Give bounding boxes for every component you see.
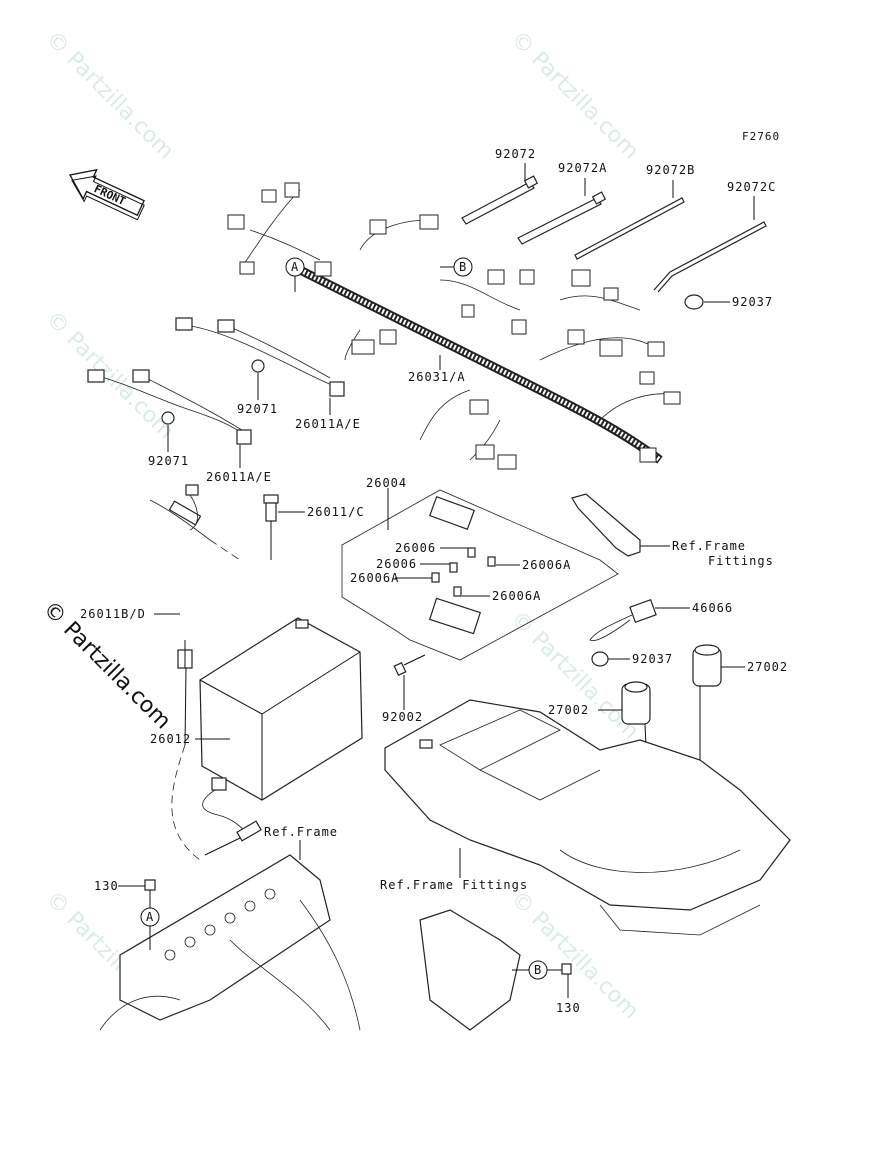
battery-cable-26011C: 26011/C xyxy=(263,494,365,560)
part-label-26004: 26004 xyxy=(366,476,407,490)
part-label-92037-mid: 92037 xyxy=(632,652,673,666)
part-label-92071-upper: 92071 xyxy=(237,402,278,416)
part-label-92072C: 92072C xyxy=(727,180,776,194)
battery-tray: Ref.Frame Fittings xyxy=(380,699,791,936)
bolt-130-right: B 130 xyxy=(512,960,581,1015)
part-label-92037-top: 92037 xyxy=(732,295,773,309)
cable-tie-92072B: 92072B xyxy=(574,163,695,260)
cable-tie-92072: 92072 xyxy=(461,147,539,225)
ref-frame-fittings-bottom-label: Ref.Frame Fittings xyxy=(380,878,528,892)
bolt-130-left: A 130 xyxy=(94,879,160,950)
part-label-92071-lower: 92071 xyxy=(148,454,189,468)
ref-frame-fittings-label-1: Ref.Frame xyxy=(672,539,746,553)
part-label-27002-right: 27002 xyxy=(747,660,788,674)
fuse-box-kit-26004: 26004 26006 26006 26006A 26006A 26006A xyxy=(341,476,619,661)
battery-cable-26011BD: 26011B/D xyxy=(80,607,201,861)
part-label-26006-b: 26006 xyxy=(376,557,417,571)
battery-26012: 26012 xyxy=(150,617,363,801)
watermark: © Partzilla.com xyxy=(41,27,179,165)
bracket-ref-frame-fittings: Ref.Frame Fittings xyxy=(571,493,774,568)
watermark: © Partzilla.com xyxy=(41,307,179,445)
part-label-26011AE-lower: 26011A/E xyxy=(206,470,272,484)
part-label-26006-a: 26006 xyxy=(395,541,436,555)
part-label-26012: 26012 xyxy=(150,732,191,746)
part-label-92072B: 92072B xyxy=(646,163,695,177)
sub-harness-upper: 92071 26011A/E xyxy=(175,317,361,431)
ref-frame-label: Ref.Frame xyxy=(264,825,338,839)
callout-a-bottom: A xyxy=(146,910,154,924)
part-label-27002-left: 27002 xyxy=(548,703,589,717)
part-label-92072: 92072 xyxy=(495,147,536,161)
frame: Ref.Frame xyxy=(99,825,521,1031)
part-label-26006A-c: 26006A xyxy=(492,589,541,603)
part-label-46066: 46066 xyxy=(692,601,733,615)
part-label-26011AE-upper: 26011A/E xyxy=(295,417,361,431)
clamp-92037-top: 92037 xyxy=(684,294,773,310)
cable-tie-92072C: 92072C xyxy=(653,180,776,293)
main-wiring-harness: 26031/A xyxy=(227,182,681,470)
part-label-92072A: 92072A xyxy=(558,161,607,175)
callout-b-top: B xyxy=(440,257,473,277)
part-label-130-right: 130 xyxy=(556,1001,581,1015)
boot-27002-right: 27002 xyxy=(692,644,788,790)
battery-cable-negative xyxy=(149,484,241,561)
part-label-26011BD: 26011B/D xyxy=(80,607,146,621)
watermark: © Partzilla.com xyxy=(506,27,644,165)
ref-frame-fittings-label-2: Fittings xyxy=(708,554,774,568)
svg-text:B: B xyxy=(459,260,466,274)
part-label-92002: 92002 xyxy=(382,710,423,724)
part-label-26011C: 26011/C xyxy=(307,505,365,519)
part-label-26031A: 26031/A xyxy=(408,370,466,384)
bolt-92002: 92002 xyxy=(382,654,426,724)
part-label-130-left: 130 xyxy=(94,879,119,893)
connector-46066: 46066 xyxy=(589,598,733,642)
watermarks: © Partzilla.com © Partzilla.com © Partzi… xyxy=(38,27,644,1025)
sensor-cable xyxy=(202,777,262,856)
callout-b-bottom: B xyxy=(534,963,541,977)
clamp-92037-mid: 92037 xyxy=(591,651,673,667)
figure-code: F2760 xyxy=(742,130,780,143)
part-label-26006A-b: 26006A xyxy=(522,558,571,572)
part-label-26006A-a: 26006A xyxy=(350,571,399,585)
sub-harness-lower: 92071 26011A/E xyxy=(87,369,272,484)
svg-text:A: A xyxy=(291,260,299,274)
front-arrow-icon: FRONT xyxy=(68,168,145,221)
callout-a-top: A xyxy=(285,257,305,292)
cable-tie-92072A: 92072A xyxy=(517,161,607,245)
